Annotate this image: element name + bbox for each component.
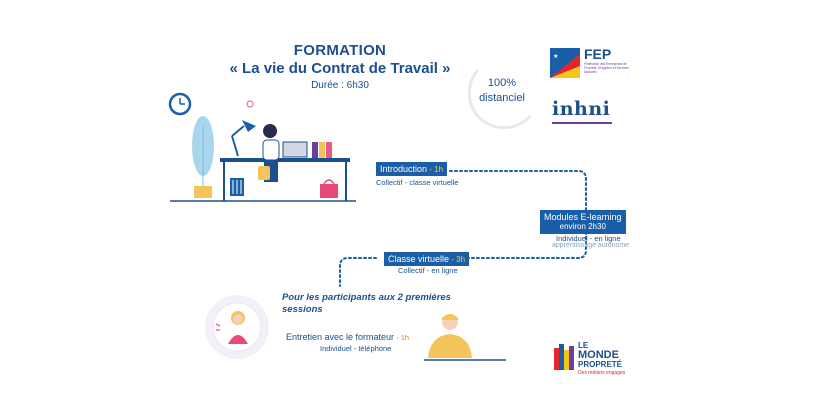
- distance-percent: 100%: [487, 77, 517, 89]
- step-classe-virtuelle-duration: - 3h: [449, 255, 466, 264]
- desk-illustration: [168, 92, 356, 202]
- le-monde-logo-mark-icon: [554, 344, 574, 370]
- formation-heading: FORMATION: [293, 42, 387, 59]
- step-classe-virtuelle-label: Classe virtuelle: [388, 254, 450, 264]
- fep-name: FEP: [584, 46, 612, 62]
- step-introduction-caption: Collectif - classe virtuelle: [376, 178, 459, 187]
- distance-arc-icon: [467, 69, 532, 130]
- entretien-caption: Individuel - téléphone: [320, 344, 392, 353]
- step-elearning: Modules E-learning environ 2h30: [540, 210, 626, 234]
- distance-label: distanciel: [479, 92, 525, 104]
- step-elearning-caption: Individuel - en ligne: [556, 234, 621, 243]
- fep-subtitle: Fédération des Entreprises de Propreté, …: [584, 62, 629, 74]
- step-classe-virtuelle-caption: Collectif - en ligne: [398, 266, 458, 275]
- step-elearning-caption2: apprentissage autonome: [552, 242, 630, 249]
- participants-note: Pour les participants aux 2 premières se…: [282, 292, 451, 315]
- distance-badge: 100% distanciel: [470, 76, 534, 106]
- entretien-text: Entretien avec le formateur: [286, 332, 395, 342]
- course-title: « La vie du Contrat de Travail »: [229, 60, 451, 77]
- step-elearning-label: Modules E-learning: [544, 212, 622, 222]
- man-illustration: [424, 314, 506, 361]
- le-monde-tagline: Des métiers engagés: [578, 370, 626, 376]
- le-monde-line1: LE: [578, 341, 589, 350]
- le-monde-line3: PROPRETÉ: [578, 360, 623, 369]
- step-introduction-duration: - 1h: [427, 165, 444, 174]
- timeline-path: [339, 170, 587, 287]
- step-introduction-label: Introduction: [380, 164, 428, 174]
- inhni-underline: [552, 122, 612, 124]
- entretien-duration: - 1h: [394, 333, 410, 342]
- le-monde-propete-logo: LE MONDE PROPRETÉ Des métiers engagés: [554, 342, 634, 382]
- le-monde-line2: MONDE: [578, 349, 619, 361]
- phone-woman-illustration: [205, 295, 269, 359]
- svg-text:★: ★: [553, 53, 558, 60]
- step-introduction: Introduction - 1h: [376, 162, 448, 176]
- step-classe-virtuelle: Classe virtuelle - 3h: [384, 252, 470, 266]
- fep-logo: ★ FEP Fédération des Entreprises de Prop…: [550, 44, 629, 84]
- course-duration: Durée : 6h30: [311, 80, 369, 91]
- inhni-logo: inhni: [552, 98, 611, 120]
- fep-logo-mark-icon: ★: [550, 48, 580, 78]
- entretien-label: Entretien avec le formateur - 1h: [286, 332, 409, 342]
- step-elearning-duration: environ 2h30: [559, 222, 606, 231]
